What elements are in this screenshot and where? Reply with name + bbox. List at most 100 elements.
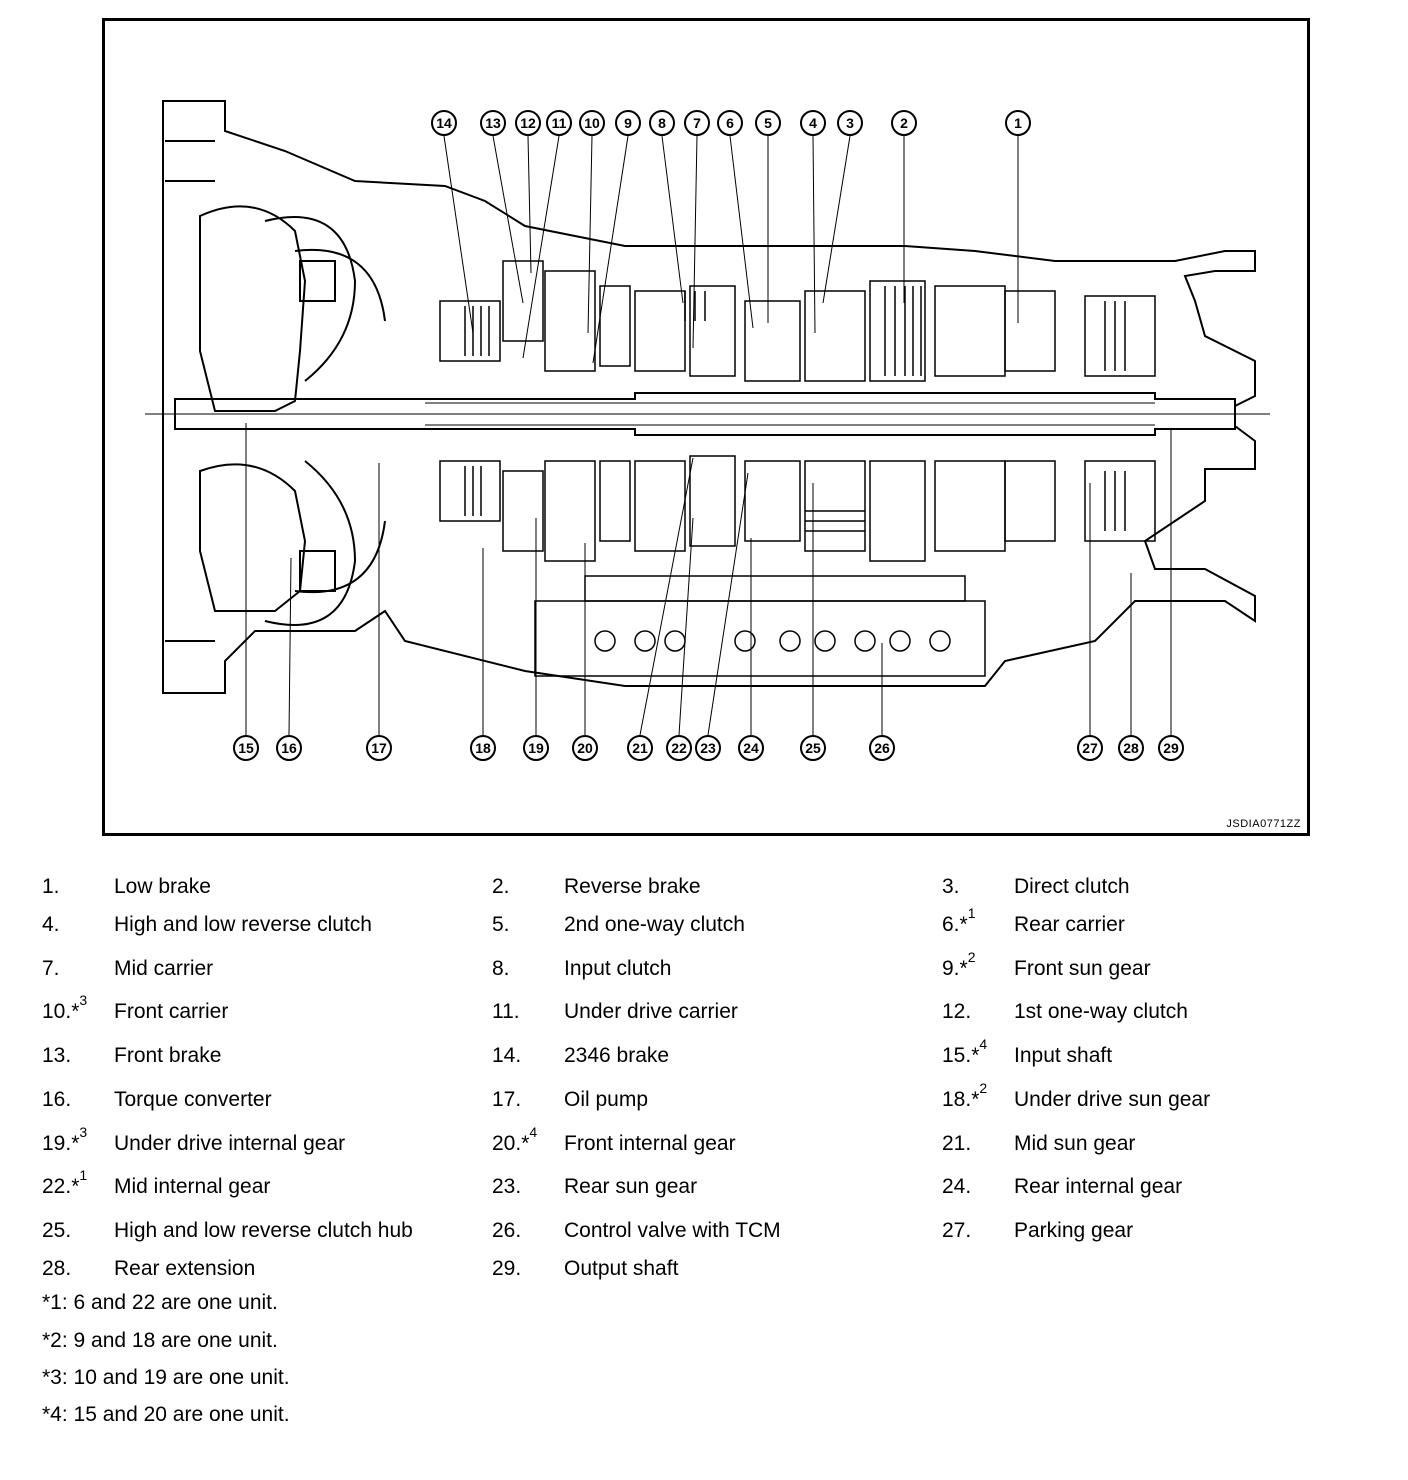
legend-item-number: 16. [42,1085,71,1115]
legend-item-number: 20.*4 [492,1125,537,1159]
legend-number-text: 8. [492,957,510,980]
upper-gear-train [439,260,1156,382]
legend-item: 20.*4 Front internal gear [492,1125,932,1159]
legend-item-number: 10.*3 [42,993,87,1027]
legend-item-number: 1. [42,872,60,902]
callout-17: 17 [366,735,392,761]
legend-number-text: 12. [942,1000,972,1023]
callout-7: 7 [684,110,710,136]
leader-line-14 [443,135,474,334]
legend-item-number: 15.*4 [942,1037,987,1071]
legend-footnote: *1: 6 and 22 are one unit. [42,1291,278,1314]
leader-line-7 [692,135,698,349]
legend-number-text: 4. [42,913,60,936]
legend-item: 3. Direct clutch [942,872,1382,902]
legend-item-label: Mid carrier [114,957,214,980]
legend-item-number: 19.*3 [42,1125,87,1159]
legend-item-number: 7. [42,954,60,984]
legend-item: 17.Oil pump [492,1085,932,1115]
callout-26: 26 [869,735,895,761]
legend-number-text: 13. [42,1044,72,1067]
legend-number-text: 3. [942,875,960,898]
callout-5: 5 [755,110,781,136]
legend-number-text: 10.* [42,1000,80,1023]
legend-item-label: Front sun gear [1014,957,1151,980]
lower-gear-train [439,455,1156,562]
legend-item: 15.*4 Input shaft [942,1037,1382,1071]
legend-item-number: 8. [492,954,510,984]
legend-item-label: Rear extension [114,1257,256,1280]
legend-item-number: 21. [942,1129,971,1159]
control-valve-body [534,575,986,677]
callout-18: 18 [470,735,496,761]
legend-item: 11.Under drive carrier [492,997,932,1027]
legend-item-number: 3. [942,872,960,902]
legend-item-label: Mid sun gear [1014,1132,1136,1155]
leader-line-6 [729,135,754,329]
legend-number-text: 26. [492,1219,522,1242]
legend-item-label: Low brake [114,875,211,898]
leader-line-23 [707,472,749,736]
leader-line-4 [812,135,816,334]
legend-footnote: *4: 15 and 20 are one unit. [42,1403,290,1426]
callout-27: 27 [1077,735,1103,761]
legend-item-number: 25. [42,1216,71,1246]
legend-item-label: Front brake [114,1044,222,1067]
legend-item-label: Under drive internal gear [114,1132,346,1155]
callout-3: 3 [837,110,863,136]
legend-number-text: 11. [492,1000,520,1023]
callout-12: 12 [515,110,541,136]
callout-20: 20 [572,735,598,761]
callout-16: 16 [276,735,302,761]
callout-1: 1 [1005,110,1031,136]
legend-item: 25. High and low reverse clutch hub [42,1216,482,1246]
diagram-reference-code: JSDIA0771ZZ [1226,818,1301,830]
legend-item-number: 4. [42,910,60,940]
callout-21: 21 [627,735,653,761]
legend-item-label: 2nd one-way clutch [564,913,745,936]
legend-item-label: 2346 brake [564,1044,670,1067]
legend-item-number: 23. [492,1172,521,1202]
legend-item-label: Input shaft [1014,1044,1113,1067]
legend-number-text: 6.* [942,913,968,936]
transmission-cross-section [145,100,1270,736]
legend-number-text: 28. [42,1257,72,1280]
legend-item-label: Front carrier [114,1000,229,1023]
legend-footnote-marker: 4 [529,1124,538,1140]
legend-item-number: 11. [492,997,520,1027]
legend-item: 12. 1st one-way clutch [942,997,1382,1027]
callout-10: 10 [579,110,605,136]
legend-item-label: Direct clutch [1014,875,1130,898]
legend-item: 21. Mid sun gear [942,1129,1382,1159]
leader-line-16 [288,557,292,736]
callout-11: 11 [546,110,572,136]
leader-line-11 [522,135,560,359]
legend-item-number: 5. [492,910,510,940]
legend-item-label: High and low reverse clutch [114,913,372,936]
legend-item-label: High and low reverse clutch hub [114,1219,413,1242]
legend-item-number: 27. [942,1216,971,1246]
legend-number-text: 29. [492,1257,522,1280]
callout-13: 13 [480,110,506,136]
legend-number-text: 1. [42,875,60,898]
legend-item-number: 6.*1 [942,906,975,940]
legend-number-text: 14. [492,1044,522,1067]
legend-footnote: *2: 9 and 18 are one unit. [42,1329,278,1352]
leader-line-21 [639,457,694,736]
legend-item: 7. Mid carrier [42,954,482,984]
callout-leader-lines [245,135,1172,736]
legend-item-label: Rear internal gear [1014,1175,1183,1198]
legend-item-label: Front internal gear [564,1132,736,1155]
legend-item-label: 1st one-way clutch [1014,1000,1188,1023]
legend-item: 28. Rear extension [42,1254,482,1284]
legend-item-number: 24. [942,1172,971,1202]
callout-19: 19 [523,735,549,761]
legend-item: 27.Parking gear [942,1216,1382,1246]
legend-number-text: 19.* [42,1132,80,1155]
legend-item: 16.Torque converter [42,1085,482,1115]
callout-15: 15 [233,735,259,761]
legend-item: 19.*3 Under drive internal gear [42,1125,482,1159]
